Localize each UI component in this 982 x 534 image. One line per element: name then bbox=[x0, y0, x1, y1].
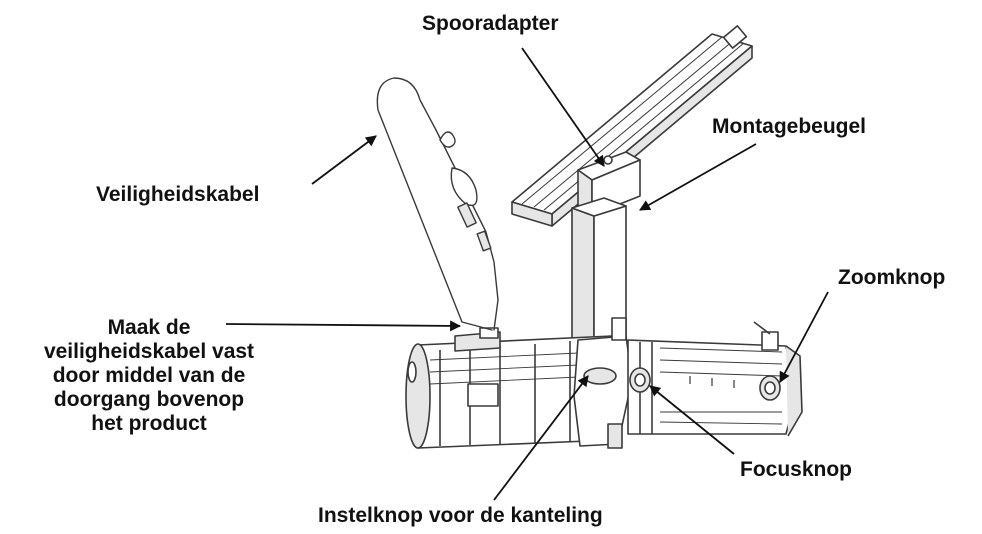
arrow-veiligheidskabel bbox=[311, 135, 377, 185]
arrow-spooradapter bbox=[521, 47, 605, 167]
attach-note-line-2: veiligheidskabel vast bbox=[43, 340, 255, 363]
arrow-maak-de bbox=[225, 320, 462, 332]
label-safety-cable: Veiligheidskabel bbox=[96, 183, 260, 206]
label-focus-knob: Focusknop bbox=[740, 458, 853, 481]
label-mounting-bracket: Montagebeugel bbox=[712, 115, 867, 138]
leader-arrows bbox=[225, 47, 829, 501]
zoom-knob bbox=[759, 375, 781, 401]
mounting-bracket bbox=[571, 197, 627, 351]
label-track-adapter: Spooradapter bbox=[422, 12, 559, 35]
attach-note-line-1: Maak de bbox=[107, 316, 191, 339]
focus-knob bbox=[629, 367, 651, 393]
attach-note-line-4: doorgang bovenop bbox=[53, 388, 245, 411]
attach-note-line-5: het product bbox=[91, 412, 207, 435]
safety-cable bbox=[376, 77, 499, 331]
arrow-focusknop bbox=[649, 385, 735, 455]
arrow-zoomknop bbox=[779, 291, 829, 383]
label-tilt-knob: Instelknop voor de kanteling bbox=[318, 504, 603, 527]
attach-note-line-3: door middel van de bbox=[52, 364, 246, 387]
arrow-instelknop bbox=[493, 375, 589, 501]
arrow-montagebeugel bbox=[639, 143, 757, 211]
tilt-pivot bbox=[573, 317, 633, 449]
label-attach-note: Maak de veiligheidskabel vast door midde… bbox=[12, 316, 286, 436]
label-zoom-knob: Zoomknop bbox=[838, 266, 946, 289]
